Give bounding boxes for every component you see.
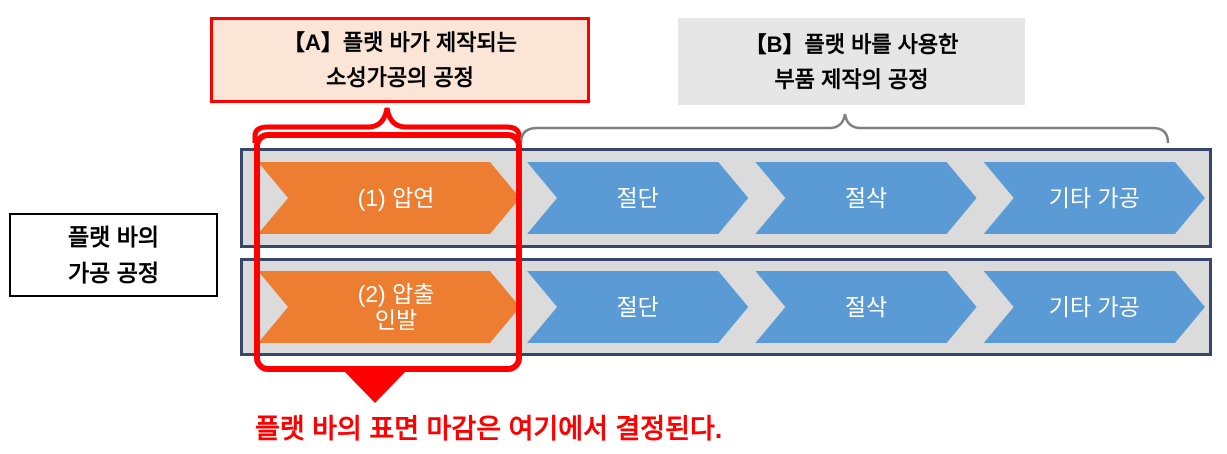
gray-brace <box>519 113 1170 144</box>
note-text: 플랫 바의 표면 마감은 여기에서 결정된다. <box>255 414 723 444</box>
side-label-line2: 가공 공정 <box>67 260 160 286</box>
side-label-line1: 플랫 바의 <box>67 224 160 250</box>
step-label: 절삭 <box>844 185 888 211</box>
red-down-arrow-icon <box>343 370 407 403</box>
side-label-box: 플랫 바의 가공 공정 <box>9 213 218 297</box>
step-label: (2) 압출 <box>357 281 435 307</box>
step-label: 기타 가공 <box>1048 185 1140 211</box>
callout-b-line2: 부품 제작의 공정 <box>774 66 929 92</box>
callout-a-line1: 【A】플랫 바가 제작되는 <box>282 30 518 55</box>
step-label: 절단 <box>616 185 659 211</box>
process-row-1: (1) 압연 절단 절삭 기타 가공 <box>240 148 1212 248</box>
step-label: 기타 가공 <box>1048 294 1140 320</box>
callout-box-a: 【A】플랫 바가 제작되는 소성가공의 공정 <box>210 17 590 103</box>
red-brace <box>252 107 522 143</box>
process-step-machining: 절삭 <box>755 162 976 234</box>
process-step-cutting: 절단 <box>527 271 748 343</box>
callout-b-line1: 【B】플랫 바를 사용한 <box>744 31 959 57</box>
step-label-line2: 인발 <box>374 307 418 333</box>
step-label: (1) 압연 <box>357 185 435 211</box>
callout-box-b: 【B】플랫 바를 사용한 부품 제작의 공정 <box>678 18 1025 105</box>
step-label: 절단 <box>616 294 659 320</box>
process-step-other: 기타 가공 <box>984 162 1205 234</box>
process-step-extrusion-drawing: (2) 압출 인발 <box>258 271 520 343</box>
process-row-2: (2) 압출 인발 절단 절삭 기타 가공 <box>240 258 1212 356</box>
process-step-other: 기타 가공 <box>984 271 1205 343</box>
process-step-machining: 절삭 <box>755 271 976 343</box>
step-label: 절삭 <box>844 294 888 320</box>
process-step-rolling: (1) 압연 <box>258 162 520 234</box>
callout-a-line2: 소성가공의 공정 <box>326 65 474 90</box>
process-step-cutting: 절단 <box>527 162 748 234</box>
